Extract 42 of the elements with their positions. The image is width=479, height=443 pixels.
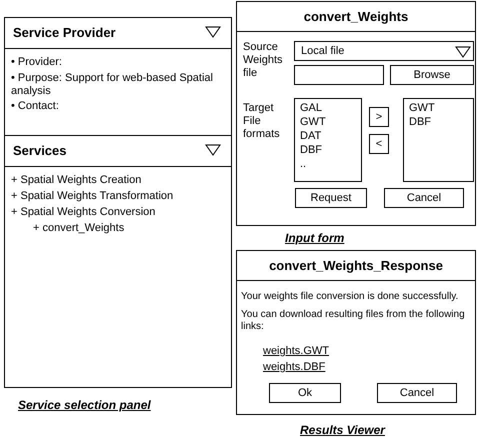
- list-item: • Contact:: [11, 100, 60, 113]
- field-label: Target File formats: [243, 102, 281, 141]
- list-option: ..: [300, 158, 360, 171]
- panel-title: Services: [13, 144, 68, 157]
- input-field: [294, 65, 384, 85]
- list-option: GWT: [300, 116, 360, 129]
- button: Cancel: [384, 188, 464, 208]
- button: Cancel: [377, 383, 457, 403]
- button: Ok: [269, 383, 341, 403]
- list-option: DAT: [300, 130, 360, 143]
- list-item: + Spatial Weights Creation: [11, 174, 142, 187]
- button: <: [369, 134, 389, 154]
- button: Request: [295, 188, 367, 208]
- message-text: You can download resulting files from the following links:: [241, 309, 466, 333]
- list-item: + Spatial Weights Transformation: [11, 190, 174, 203]
- figure-caption: Input form: [285, 232, 344, 245]
- download-link: weights.DBF: [263, 361, 326, 374]
- panel-title: Service Provider: [13, 26, 117, 39]
- list-box: [294, 98, 362, 182]
- list-box: [403, 98, 474, 182]
- dialog-window: [236, 1, 476, 226]
- window-title: convert_Weights_Response: [237, 251, 475, 281]
- list-item: + convert_Weights: [33, 222, 126, 235]
- list-item: • Provider:: [11, 56, 63, 69]
- list-item: + Spatial Weights Conversion: [11, 206, 156, 219]
- figure-caption: Results Viewer: [300, 424, 385, 437]
- list-item: • Purpose: Support for web-based Spatial analysis: [11, 72, 214, 98]
- figure-caption: Service selection panel: [18, 399, 151, 412]
- dropdown: Local file: [294, 41, 474, 61]
- message-text: Your weights file conversion is done successfully.: [241, 291, 460, 303]
- panel: [4, 17, 232, 136]
- list-option: GWT: [409, 102, 472, 115]
- list-option: GAL: [300, 102, 360, 115]
- panel: [4, 135, 232, 388]
- download-link: weights.GWT: [263, 345, 330, 358]
- dialog-window: [236, 250, 476, 415]
- button: >: [369, 107, 389, 127]
- list-option: DBF: [300, 144, 360, 157]
- field-label: Source Weights file: [243, 41, 284, 80]
- button: Browse: [390, 65, 474, 85]
- list-option: DBF: [409, 116, 472, 129]
- window-title: convert_Weights: [237, 2, 475, 32]
